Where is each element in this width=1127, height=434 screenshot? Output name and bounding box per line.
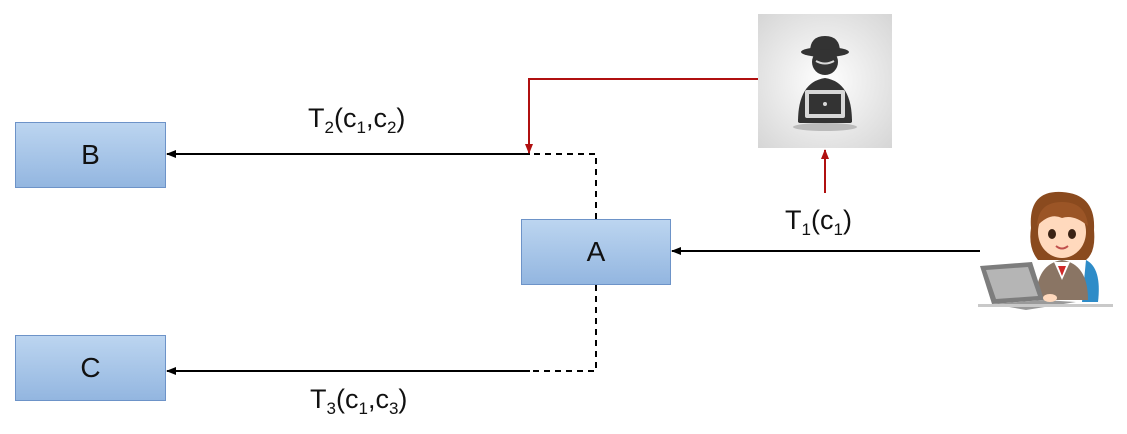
node-a: A	[521, 219, 671, 285]
inject-arrow	[525, 78, 758, 154]
edge-a-to-b-dashed	[530, 153, 597, 219]
node-c: C	[15, 335, 166, 401]
edge-a-to-c-dashed	[530, 285, 597, 372]
label-t1: T1(c1)	[785, 205, 852, 239]
hacker-icon	[758, 14, 892, 148]
label-t3: T3(c1,c3)	[310, 384, 408, 418]
node-b: B	[15, 122, 166, 188]
label-t2: T2(c1,c2)	[308, 103, 406, 137]
user-at-laptop-icon	[978, 191, 1113, 310]
